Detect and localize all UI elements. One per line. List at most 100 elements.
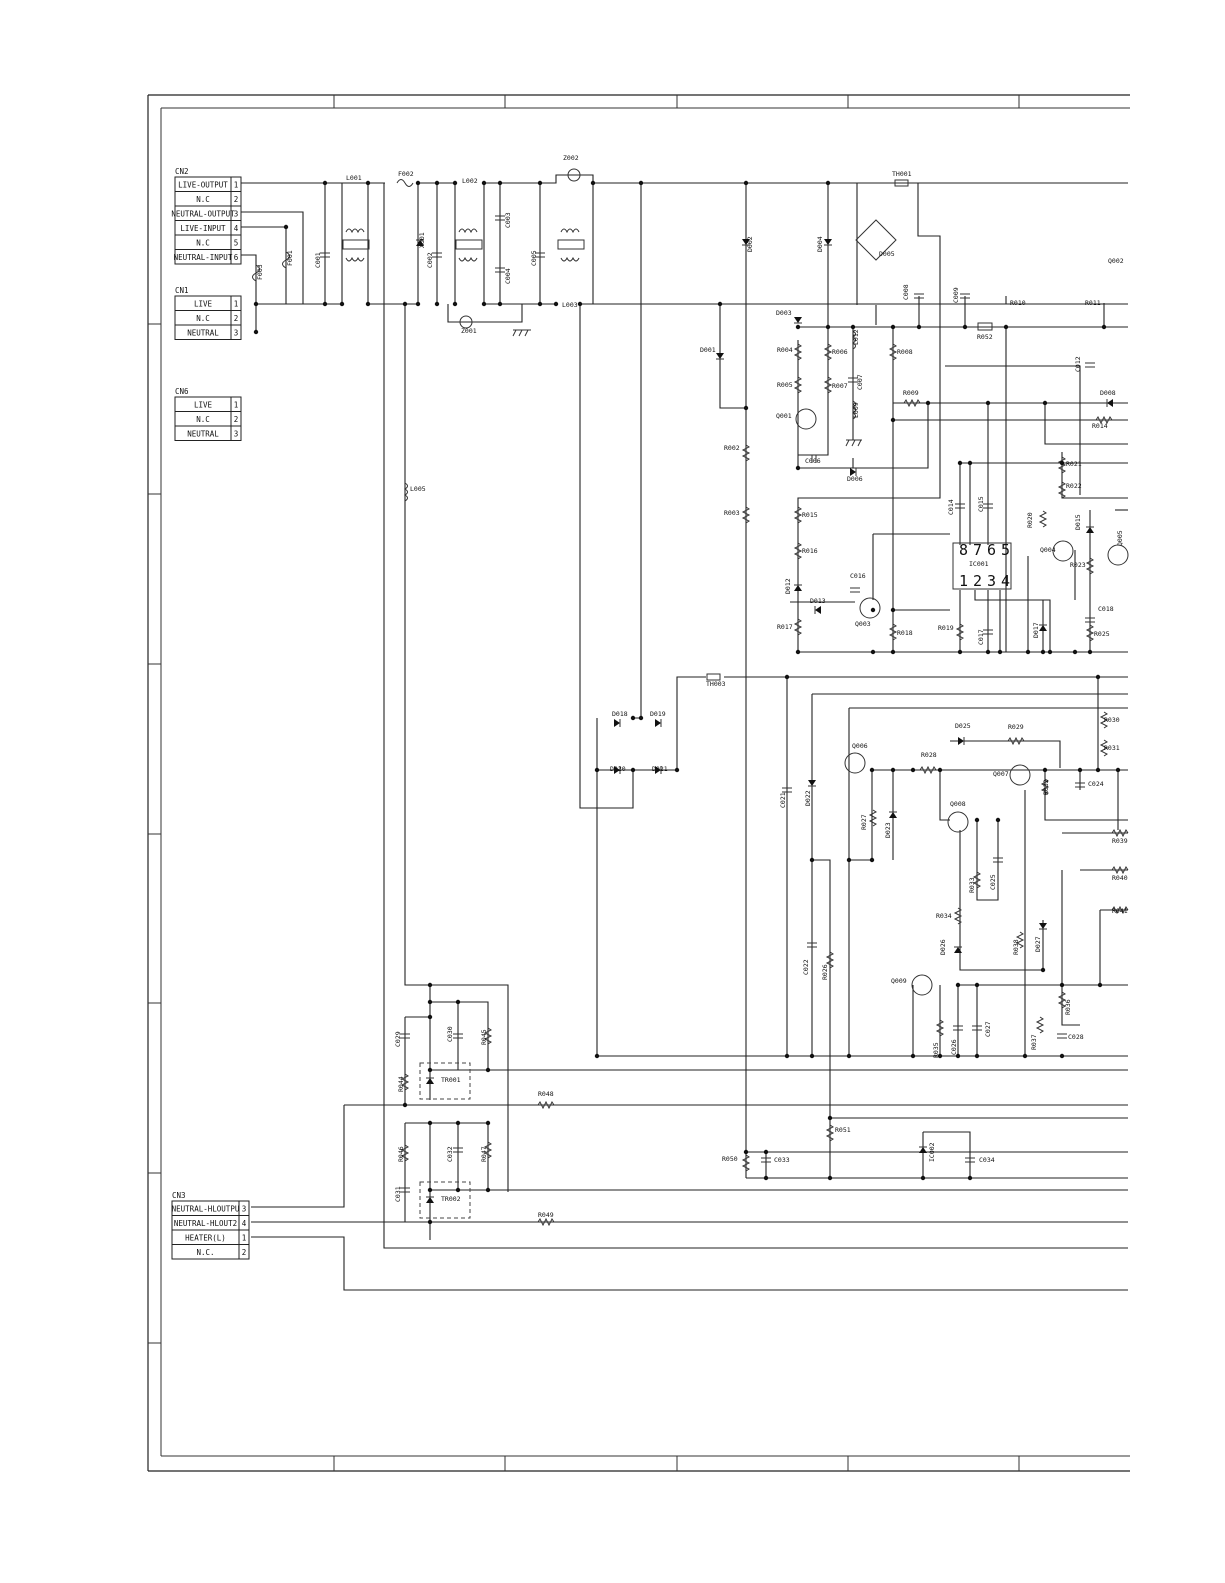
resistor-symbol	[972, 871, 982, 889]
ref-label-r006: R006	[832, 348, 848, 356]
ref-label-d001: D001	[700, 346, 716, 354]
connector-id: CN3	[172, 1191, 186, 1200]
junction-dot	[481, 301, 487, 307]
bridge-rectifier-d005	[855, 219, 897, 261]
ref-label-d023: D023	[884, 822, 892, 838]
thermistor-th001	[894, 179, 909, 187]
junction-dot	[957, 649, 963, 655]
ic-pin-bottom: 3	[987, 572, 996, 590]
resistor-symbol	[823, 376, 833, 394]
junction-dot	[1025, 649, 1031, 655]
ref-label-q008: Q008	[950, 800, 966, 808]
ref-label-c004: C004	[504, 268, 512, 284]
junction-dot	[825, 324, 831, 330]
junction-dot	[825, 180, 831, 186]
junction-dot	[455, 1120, 461, 1126]
connector-pin-number: 4	[234, 224, 239, 233]
resistor-symbol	[1111, 865, 1129, 875]
ref-label-z001: Z001	[461, 327, 477, 335]
ground-symbol	[845, 439, 862, 447]
resistor-symbol	[1038, 510, 1048, 528]
ref-label-r039: R039	[1112, 837, 1128, 845]
ref-label-r021: R021	[1066, 460, 1082, 468]
resistor-symbol	[793, 376, 803, 394]
junction-dot	[638, 180, 644, 186]
ref-label-l001: L001	[346, 174, 362, 182]
ref-label-c032: C032	[446, 1146, 454, 1162]
resistor-symbol	[1040, 778, 1050, 796]
ref-label-r008: R008	[897, 348, 913, 356]
junction-dot	[485, 1120, 491, 1126]
ic-pin-top: 8	[959, 541, 968, 559]
connector-pin-number: 1	[234, 401, 239, 410]
junction-dot	[1115, 767, 1121, 773]
ground-symbol	[512, 329, 531, 337]
ref-label-q005: Q005	[1116, 530, 1124, 546]
resistor-symbol	[793, 343, 803, 361]
junction-dot	[594, 767, 600, 773]
transistor-q003	[859, 597, 881, 619]
connector-pin-number: 2	[234, 195, 239, 204]
junction-dot	[955, 1053, 961, 1059]
diode-symbol	[954, 947, 962, 953]
resistor-symbol	[793, 506, 803, 524]
connector-pin-name: NEUTRAL-INPUT	[174, 253, 233, 262]
diode-symbol	[1086, 527, 1094, 533]
junction-dot	[365, 180, 371, 186]
transistor-q004	[1052, 540, 1074, 562]
ref-label-th001: TH001	[892, 170, 912, 178]
ref-label-r032: R032	[1042, 779, 1050, 795]
ref-label-x001: X001	[418, 232, 426, 248]
ref-label-r016: R016	[802, 547, 818, 555]
diode-symbol	[919, 1147, 927, 1153]
connector-pin-number-cell	[230, 324, 242, 340]
ic001: 8 7 6 5 IC001 1 2 3 4	[959, 541, 1010, 590]
ref-label-r018: R018	[897, 629, 913, 637]
junction-dot	[434, 301, 440, 307]
junction-dot	[283, 224, 289, 230]
junction-dot	[455, 999, 461, 1005]
junction-dot	[916, 324, 922, 330]
junction-dot	[809, 1053, 815, 1059]
connector-pin-number: 4	[242, 1219, 247, 1228]
junction-dot	[452, 180, 458, 186]
ref-label-c003: C003	[504, 212, 512, 228]
connector-pin-name: LIVE-OUTPUT	[178, 181, 228, 190]
ref-label-d005: D005	[879, 250, 895, 258]
diode-symbol	[794, 317, 802, 323]
connector-pin-number: 2	[242, 1248, 247, 1257]
junction-dot	[537, 180, 543, 186]
resistor-symbol	[741, 1154, 751, 1172]
resistor-symbol	[1111, 905, 1129, 915]
diode-symbol	[655, 719, 661, 727]
junction-dot	[1022, 1053, 1028, 1059]
drawing-frame	[147, 94, 1130, 1472]
resistor-symbol	[537, 1217, 555, 1227]
junction-dot	[795, 465, 801, 471]
junction-dot	[870, 607, 876, 613]
diode-symbol	[794, 585, 802, 591]
resistor-symbol	[1099, 739, 1109, 757]
ref-label-d015: D015	[1074, 514, 1082, 530]
transistor-q008	[947, 811, 969, 833]
connector-pin-name: NEUTRAL-OUTPUT	[171, 210, 235, 219]
resistor-symbol	[825, 951, 835, 969]
connector-pin-name: LIVE-INPUT	[180, 224, 226, 233]
connector-pin-number-cell	[238, 1244, 250, 1260]
transistor-q009	[911, 974, 933, 996]
ref-label-c025: C025	[989, 874, 997, 890]
connector-pin-name: N.C	[196, 239, 210, 248]
transistor-q006	[844, 752, 866, 774]
junction-dot	[674, 767, 680, 773]
ref-label-q003: Q003	[855, 620, 871, 628]
junction-dot	[365, 301, 371, 307]
junction-dot	[590, 180, 596, 186]
junction-dot	[827, 1175, 833, 1181]
junction-dot	[870, 649, 876, 655]
ref-label-r030: R030	[1104, 716, 1120, 724]
junction-dot	[427, 1187, 433, 1193]
